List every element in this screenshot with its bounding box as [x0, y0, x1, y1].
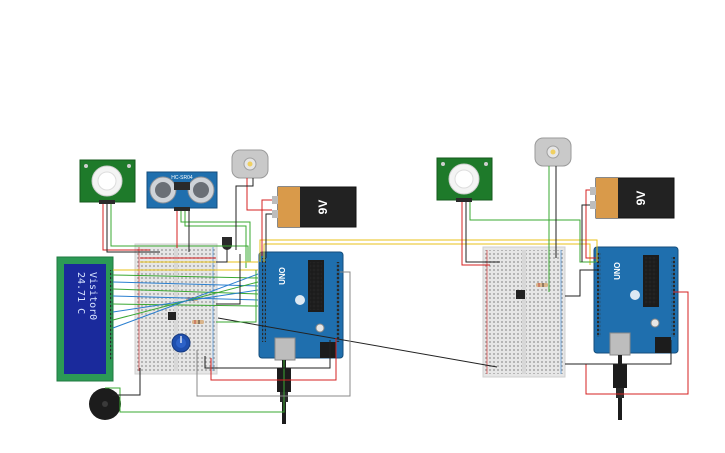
resistor-right: [536, 283, 548, 287]
arduino-right: UNO: [593, 246, 679, 356]
wire-black-temp: [216, 248, 228, 263]
wire-red-bat-left: [261, 199, 272, 256]
wire-black-pir-left: [106, 204, 160, 253]
lcd-line-2: 24.71 C: [75, 272, 86, 314]
lcd-display: Visitor0 24.71 C: [56, 256, 114, 382]
usb-cable-right: [613, 355, 627, 420]
wire-black-bat-right: [581, 204, 590, 262]
arduino-left: UNO: [258, 251, 344, 361]
wire-black-bat-left: [265, 213, 272, 258]
wire-green-us-1: [180, 211, 251, 262]
breadboard-right: [482, 246, 566, 378]
lcd-bus-wires: [112, 257, 259, 329]
wire-green-pir-right: [469, 202, 596, 263]
wire-black-right-loop: [565, 340, 672, 365]
wire-black-right-2: [565, 269, 598, 297]
wire-green-buzzer: [105, 360, 285, 413]
wire-black-3: [216, 254, 241, 305]
temperature-sensor: [222, 237, 232, 250]
wire-gray-1: [196, 271, 351, 397]
potentiometer: [171, 333, 191, 353]
wire-black-link: [217, 317, 498, 368]
pir-sensor-right: [436, 157, 493, 202]
wires: [102, 166, 689, 413]
pir-sensor-left: [79, 159, 136, 204]
arduino-left-label: UNO: [278, 267, 287, 285]
wire-black-2: [204, 340, 331, 369]
wire-red-pir-left: [102, 204, 150, 251]
wire-black-buzzer: [112, 368, 141, 396]
transistor-left: [168, 312, 176, 320]
wire-black-pir-right: [465, 202, 500, 263]
battery-right-label: 9V: [634, 191, 648, 206]
wire-red-bat-right: [585, 189, 596, 259]
transistor-right: [516, 290, 525, 299]
wire-red-2: [210, 338, 337, 381]
lcd-line-1: Visitor0: [87, 272, 98, 320]
breadboard-left: [134, 243, 218, 375]
ultrasonic-sensor: HC-SR04: [146, 171, 218, 211]
piezo-buzzer: [89, 388, 121, 420]
wire-red-motor-left: [246, 178, 272, 211]
resistor-left-2: [192, 320, 204, 324]
ultrasonic-label: HC-SR04: [171, 175, 193, 181]
dc-motor-right: [534, 137, 572, 167]
wire-black-motor-left: [235, 178, 254, 250]
wire-green-3: [216, 270, 257, 323]
wire-red-pir-right: [461, 202, 490, 266]
dc-motor-left: [231, 149, 269, 179]
arduino-right-label: UNO: [613, 262, 622, 280]
wire-yellow-link-1: [259, 239, 598, 262]
wire-green-pir-left: [110, 204, 249, 262]
battery-left-label: 9V: [316, 200, 330, 215]
wire-yellow-link-2: [263, 243, 591, 265]
wire-green-us-2: [184, 211, 247, 268]
battery-right: 9V: [590, 177, 675, 219]
battery-left: 9V: [272, 186, 357, 228]
